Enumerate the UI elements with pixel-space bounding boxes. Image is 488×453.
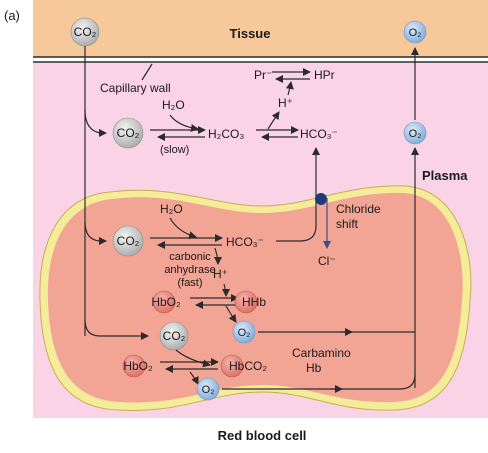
hbco2-label: HbCO₂	[229, 359, 267, 373]
plasma-hplus-arrow	[267, 111, 280, 130]
chloride-label-2: shift	[336, 217, 359, 231]
plasma-h2co3-label: H₂CO₃	[208, 127, 244, 141]
co2-to-rbc-arrow	[84, 221, 107, 245]
o2-b-label: O₂	[202, 384, 215, 396]
plasma-pr-label: Pr⁻	[254, 68, 272, 82]
plasma-hplus-label: H⁺	[278, 96, 293, 110]
rbc-h2o-label: H₂O	[160, 202, 183, 216]
rbc-hplus-arrow	[213, 247, 222, 265]
tissue-o2-label: O₂	[409, 27, 422, 39]
plasma-o2-label: O₂	[409, 128, 422, 140]
co2-to-hbco2-arrow	[175, 349, 211, 368]
hbo2-b-ball	[122, 354, 146, 378]
plasma-co2-label: CO₂	[117, 126, 140, 140]
rbc-carbonic-line3: (fast)	[177, 277, 202, 289]
hco3-export-arrow	[276, 147, 320, 242]
hbo2-a-ball	[152, 290, 176, 314]
plasma-h2o-label: H₂O	[162, 98, 185, 112]
o2-b-ball	[196, 377, 220, 401]
o2-b-path	[222, 373, 416, 390]
carbamino-label-2: Hb	[306, 361, 322, 375]
rbc-carbonic-line2: anhydrase	[164, 264, 215, 276]
rbc-h2o-arrow	[169, 217, 197, 239]
plasma-o2-ball	[403, 121, 427, 145]
tissue-o2-ball	[403, 20, 427, 44]
chloride-ion-label: Cl⁻	[318, 254, 336, 268]
o2-release-a-arrow	[225, 305, 237, 323]
rbc-hplus-label: H⁺	[213, 267, 228, 281]
rbc-hplus-to-hb-arrow	[221, 283, 230, 297]
o2-a-ball	[232, 320, 256, 344]
plasma-hplus-to-buffer-arrow	[285, 81, 294, 96]
capillary-wall-pointer	[141, 63, 153, 81]
hbo2-b-label: HbO₂	[123, 359, 153, 373]
hbo2-a-label: HbO₂	[151, 295, 181, 309]
plasma-co2-ball	[112, 117, 144, 149]
o2-release-b-arrow	[189, 371, 199, 385]
tissue-label: Tissue	[230, 26, 271, 41]
rbc-label: Red blood cell	[218, 428, 307, 443]
capillary-wall-label: Capillary wall	[100, 81, 171, 95]
plasma-h2o-arrow	[169, 114, 199, 132]
panel-label: (a)	[4, 8, 20, 23]
rbc-co2-mid-label: CO₂	[163, 329, 186, 343]
carbamino-label-1: Carbamino	[292, 346, 351, 360]
tissue-co2-label: CO₂	[74, 25, 97, 39]
rbc-co2-mid-ball	[159, 321, 189, 351]
chloride-exchanger	[315, 193, 327, 205]
plasma-hpr-label: HPr	[314, 68, 335, 82]
co2-to-plasma-arrow	[84, 109, 107, 137]
hhb-label: HHb	[242, 295, 266, 309]
rbc-hco3-label: HCO₃⁻	[226, 235, 264, 249]
rbc-carbonic-line1: carbonic	[169, 251, 211, 263]
o2-a-label: O₂	[238, 327, 251, 339]
hbco2-ball	[220, 354, 244, 378]
rbc-co2-ball	[112, 225, 144, 257]
hhb-ball	[234, 290, 258, 314]
plasma-hco3-label: HCO₃⁻	[300, 127, 338, 141]
plasma-label: Plasma	[422, 168, 468, 183]
chloride-label-1: Chloride	[336, 202, 381, 216]
co2-to-carbamino-arrow	[84, 319, 149, 340]
plasma-slow-label: (slow)	[160, 144, 189, 156]
rbc-co2-label: CO₂	[117, 234, 140, 248]
